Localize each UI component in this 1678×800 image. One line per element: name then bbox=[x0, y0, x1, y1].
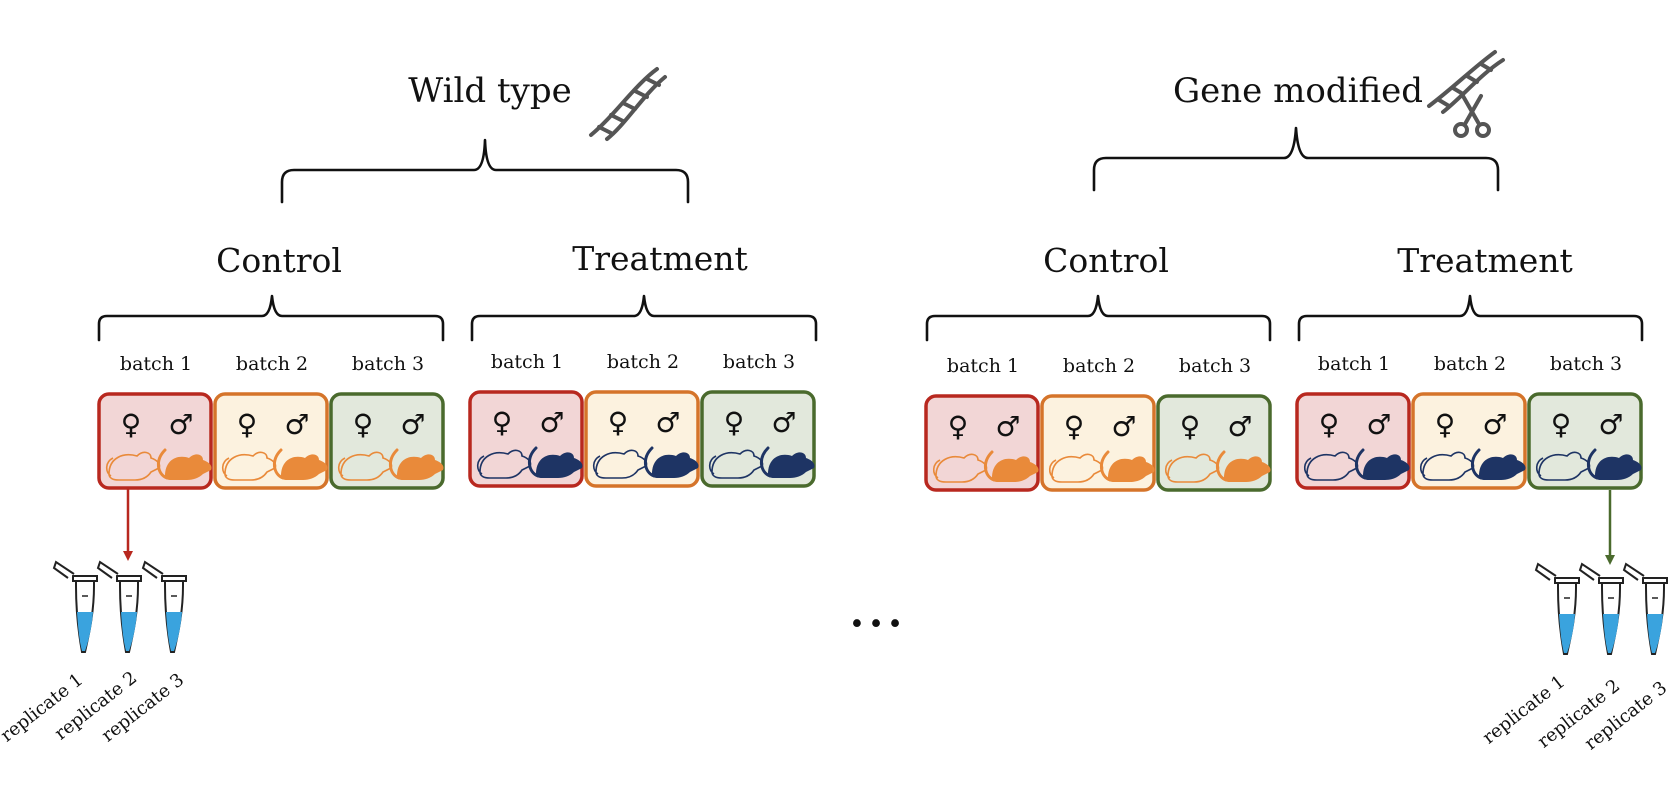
condition-control: Control batch 1 ♀ ♂ batch 2 ♀ ♂ batch 3 bbox=[924, 241, 1272, 492]
male-symbol: ♂ bbox=[539, 406, 564, 439]
batch-label: batch 1 bbox=[947, 355, 1019, 377]
female-symbol: ♀ bbox=[1319, 408, 1340, 441]
batch-label: batch 3 bbox=[1550, 353, 1622, 375]
female-symbol: ♀ bbox=[608, 406, 629, 439]
condition-treatment: Treatment batch 1 ♀ ♂ batch 2 ♀ ♂ batch … bbox=[468, 239, 818, 488]
batch-label: batch 3 bbox=[352, 353, 424, 375]
genotype-title: Gene modified bbox=[1173, 71, 1423, 111]
male-mouse-icon bbox=[1587, 448, 1642, 480]
tube-icon bbox=[1622, 562, 1668, 655]
male-mouse-icon bbox=[760, 446, 815, 478]
condition-brace bbox=[97, 294, 445, 342]
male-mouse-icon bbox=[1216, 450, 1271, 482]
genotype-brace bbox=[1092, 126, 1500, 192]
male-symbol: ♂ bbox=[1227, 410, 1252, 443]
batch-label: batch 2 bbox=[236, 353, 308, 375]
batch-label: batch 3 bbox=[723, 351, 795, 373]
female-symbol: ♀ bbox=[121, 408, 142, 441]
dna-scissors-icon bbox=[1427, 50, 1505, 138]
condition-brace bbox=[925, 294, 1272, 342]
genotype-title: Wild type bbox=[408, 71, 571, 111]
female-symbol: ♀ bbox=[724, 406, 745, 439]
female-symbol: ♀ bbox=[237, 408, 258, 441]
female-symbol: ♀ bbox=[353, 408, 374, 441]
condition-control: Control batch 1 ♀ ♂ batch 2 ♀ ♂ batch 3 bbox=[97, 241, 445, 490]
batch-label: batch 2 bbox=[1434, 353, 1506, 375]
male-mouse-icon bbox=[273, 448, 328, 480]
male-symbol: ♂ bbox=[168, 408, 193, 441]
male-symbol: ♂ bbox=[771, 406, 796, 439]
male-symbol: ♂ bbox=[995, 410, 1020, 443]
male-symbol: ♂ bbox=[1598, 408, 1623, 441]
female-symbol: ♀ bbox=[1435, 408, 1456, 441]
condition-label: Treatment bbox=[572, 239, 748, 278]
tube-icon bbox=[96, 560, 142, 653]
condition-brace bbox=[470, 294, 818, 342]
tube-icon bbox=[141, 560, 187, 653]
female-symbol: ♀ bbox=[1551, 408, 1572, 441]
condition-label: Treatment bbox=[1397, 241, 1573, 280]
male-mouse-icon bbox=[1100, 450, 1155, 482]
replicate-tubes bbox=[1534, 562, 1668, 655]
male-mouse-icon bbox=[1471, 448, 1526, 480]
male-mouse-icon bbox=[157, 448, 212, 480]
genotype-brace bbox=[280, 138, 690, 204]
male-symbol: ♂ bbox=[400, 408, 425, 441]
male-symbol: ♂ bbox=[1482, 408, 1507, 441]
female-symbol: ♀ bbox=[1064, 410, 1085, 443]
male-mouse-icon bbox=[644, 446, 699, 478]
male-mouse-icon bbox=[1355, 448, 1410, 480]
male-symbol: ♂ bbox=[284, 408, 309, 441]
tube-icon bbox=[1578, 562, 1624, 655]
condition-label: Control bbox=[1043, 241, 1169, 280]
female-symbol: ♀ bbox=[948, 410, 969, 443]
female-symbol: ♀ bbox=[492, 406, 513, 439]
male-symbol: ♂ bbox=[1366, 408, 1391, 441]
tube-icon bbox=[1534, 562, 1580, 655]
batch-label: batch 1 bbox=[120, 353, 192, 375]
tube-icon bbox=[52, 560, 98, 653]
male-symbol: ♂ bbox=[1111, 410, 1136, 443]
genotype-gene-modified: Gene modified Control batch 1 ♀ ♂ bbox=[924, 50, 1671, 754]
ellipsis: ... bbox=[847, 571, 904, 641]
male-symbol: ♂ bbox=[655, 406, 680, 439]
genotype-wild-type: Wild type Control batch 1 ♀ ♂ ba bbox=[0, 67, 818, 746]
condition-treatment: Treatment batch 1 ♀ ♂ batch 2 ♀ ♂ batch … bbox=[1295, 241, 1644, 490]
batch-label: batch 1 bbox=[1318, 353, 1390, 375]
batch-label: batch 3 bbox=[1179, 355, 1251, 377]
batch-label: batch 2 bbox=[1063, 355, 1135, 377]
male-mouse-icon bbox=[528, 446, 583, 478]
male-mouse-icon bbox=[984, 450, 1039, 482]
batch-label: batch 1 bbox=[491, 351, 563, 373]
dna-icon bbox=[589, 67, 667, 141]
replicate-tubes bbox=[52, 560, 187, 653]
female-symbol: ♀ bbox=[1180, 410, 1201, 443]
batch-label: batch 2 bbox=[607, 351, 679, 373]
male-mouse-icon bbox=[389, 448, 444, 480]
condition-brace bbox=[1297, 294, 1644, 342]
condition-label: Control bbox=[216, 241, 342, 280]
